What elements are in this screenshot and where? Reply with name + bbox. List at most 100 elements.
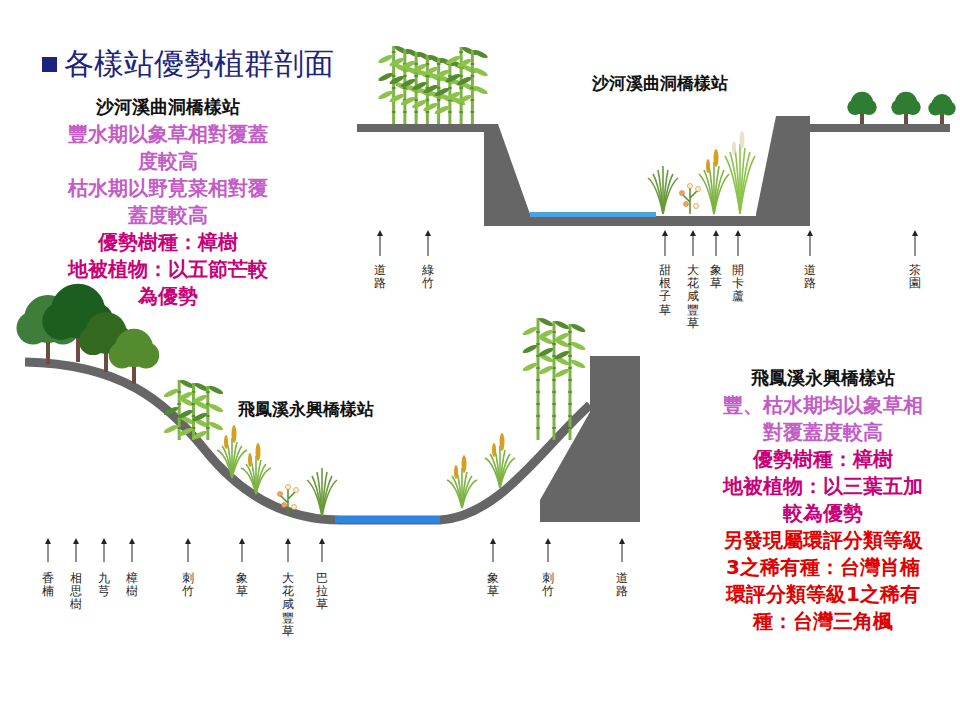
plant-stroke: [256, 468, 271, 494]
plant-stroke: [522, 325, 539, 336]
plant-stroke: [380, 234, 381, 256]
pointer-arrow: [185, 538, 191, 562]
plant-stroke: [536, 332, 540, 333]
plant-stroke: [470, 100, 474, 101]
plant-stroke: [208, 384, 225, 395]
plant-stroke: [694, 204, 699, 209]
plant-stroke: [470, 64, 474, 65]
plant-stroke: [536, 380, 540, 381]
bamboo: [163, 378, 224, 440]
plant-stroke: [522, 343, 539, 354]
plant-stroke: [192, 393, 209, 404]
plant-stroke: [428, 234, 429, 256]
section-title: 飛鳳溪永興橋樣站: [238, 398, 374, 421]
plant-stroke: [437, 88, 441, 89]
plant-label: 香楠: [42, 572, 54, 598]
plant-stroke: [109, 342, 135, 368]
plant-stroke: [662, 230, 668, 236]
plant-stroke: [437, 64, 441, 65]
plant-stroke: [425, 76, 429, 77]
plant-stroke: [538, 346, 555, 357]
plant-stroke: [622, 542, 623, 562]
plant-stroke: [570, 358, 587, 369]
pointer-arrow: [239, 538, 245, 562]
plant-label: 象草: [710, 264, 722, 290]
plant-stroke: [414, 100, 418, 101]
plant-stroke: [206, 428, 210, 429]
note-line: 豐水期以象草相對覆蓋度較高: [66, 121, 270, 175]
plant-stroke: [434, 86, 451, 97]
bamboo: [522, 316, 587, 440]
pointer-arrow: [912, 230, 918, 256]
plant-stroke: [500, 433, 505, 451]
pointer-arrow: [319, 538, 325, 562]
plant-stroke: [493, 542, 494, 562]
plant-stroke: [322, 542, 323, 562]
plant-stroke: [915, 234, 916, 256]
station-heading: 飛鳳溪永興橋樣站: [751, 366, 895, 390]
pointer-arrow: [129, 538, 135, 562]
plant-stroke: [552, 392, 556, 393]
plant-stroke: [552, 344, 556, 345]
plant-stroke: [177, 426, 194, 437]
plant-stroke: [548, 542, 549, 562]
plant-stroke: [568, 368, 572, 369]
grass: [725, 131, 755, 214]
plant-stroke: [941, 101, 955, 115]
plant-stroke: [552, 404, 556, 405]
plant-stroke: [735, 230, 741, 236]
grass: [447, 455, 477, 508]
plant-stroke: [425, 230, 431, 236]
pointer-arrow: [713, 230, 719, 256]
plant-label: 甜根子草: [659, 264, 671, 317]
plant-label: 大花咸豐草: [282, 572, 294, 638]
plant-stroke: [552, 380, 556, 381]
plant-stroke: [45, 538, 51, 544]
plant-stroke: [456, 57, 473, 68]
plant-label: 道路: [616, 572, 628, 598]
plant-stroke: [552, 356, 556, 357]
pointer-arrow: [690, 230, 696, 256]
plant-stroke: [206, 392, 210, 393]
plant-stroke: [185, 538, 191, 544]
pointer-arrow: [285, 538, 291, 562]
plant-stroke: [177, 428, 181, 429]
plant-stroke: [392, 52, 396, 53]
note-line: 地被植物：以三葉五加較為優勢: [721, 473, 925, 527]
plant-stroke: [288, 542, 289, 562]
plant-stroke: [377, 230, 383, 236]
plant-stroke: [256, 443, 261, 461]
plant-label: 茶園: [909, 264, 921, 290]
plant-stroke: [536, 404, 540, 405]
plant-stroke: [810, 234, 811, 256]
plant-stroke: [462, 480, 477, 508]
plant-stroke: [163, 387, 180, 398]
plant-stroke: [538, 364, 555, 375]
plant-stroke: [392, 88, 396, 89]
plant-stroke: [696, 187, 701, 192]
plant-label: 象草: [487, 572, 499, 598]
plant-stroke: [536, 392, 540, 393]
pointer-arrow: [807, 230, 813, 256]
plant-stroke: [570, 340, 587, 351]
plant-stroke: [536, 368, 540, 369]
plant-stroke: [490, 538, 496, 544]
plant-stroke: [663, 178, 678, 214]
plant-stroke: [538, 328, 555, 339]
plant-stroke: [500, 458, 515, 488]
plant-stroke: [392, 46, 395, 124]
plant-stroke: [133, 342, 159, 368]
plant-stroke: [286, 485, 291, 490]
plant-stroke: [434, 104, 451, 115]
grass: [307, 468, 337, 516]
plant-stroke: [129, 538, 135, 544]
pointer-arrow: [619, 538, 625, 562]
plant-stroke: [454, 465, 458, 479]
plant-stroke: [554, 367, 571, 378]
plant-stroke: [163, 405, 180, 416]
plant-stroke: [568, 404, 572, 405]
rare-species-note: 另發現屬環評分類等級3之稀有種：台灣肖楠環評分類等級1之稀有種：台灣三角楓: [721, 527, 925, 635]
plant-stroke: [568, 380, 572, 381]
plant-label: 九芎: [98, 572, 110, 598]
tree: [847, 92, 876, 124]
